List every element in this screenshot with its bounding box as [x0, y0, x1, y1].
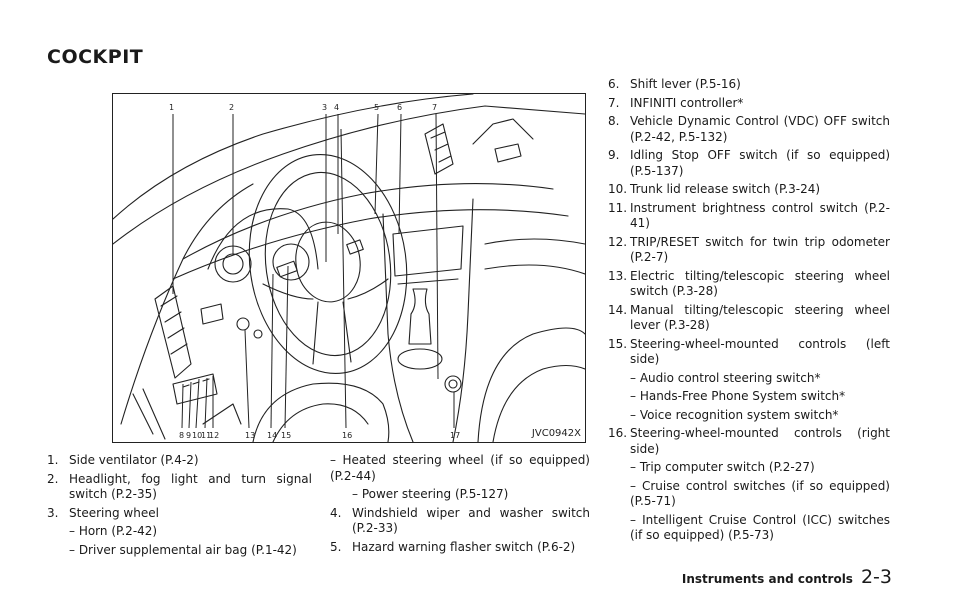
list-item: 2. Headlight, fog light and turn signal …	[47, 472, 312, 503]
sub-item: – Horn (P.2-42)	[69, 524, 158, 538]
sub-item: – Hands-Free Phone System switch*	[630, 389, 846, 403]
figure-label: 10	[192, 431, 202, 440]
item-text: Trunk lid release switch (P.3-24)	[630, 182, 821, 196]
item-number: 14.	[608, 302, 628, 317]
figure-label: 3	[322, 103, 327, 112]
item-text: Steering wheel	[69, 505, 159, 520]
figure-label: 5	[374, 103, 379, 112]
figure-label: 15	[281, 431, 291, 440]
item-text: Vehicle Dynamic Control (VDC) OFF switch…	[630, 114, 890, 144]
item-text: INFINITI controller*	[630, 95, 744, 110]
list-item: 4. Windshield wiper and washer switch (P…	[330, 506, 590, 537]
sub-item: – Audio control steering switch*	[630, 370, 821, 385]
list-item: 10. Trunk lid release switch (P.3-24)	[608, 182, 890, 198]
item-number: 5.	[330, 539, 342, 554]
item-text: Hazard warning flasher switch (P.6-2)	[352, 539, 576, 554]
sub-item-continued: – Heated steering wheel (if so equipped)…	[330, 453, 590, 483]
item-text: Windshield wiper and washer switch (P.2-…	[352, 505, 590, 536]
item-text: Idling Stop OFF switch (if so equipped) …	[630, 148, 890, 178]
list-item: 7. INFINITI controller*	[608, 96, 890, 112]
figure-label: 16	[342, 431, 352, 440]
list-item: 15. Steering-wheel-mounted controls (lef…	[608, 337, 890, 368]
item-number: 9.	[608, 148, 620, 162]
figure-code: JVC0942X	[531, 428, 581, 439]
item-text: Manual tilting/telescopic steering wheel…	[630, 302, 890, 333]
figure-label: 1	[169, 103, 174, 112]
cockpit-drawing: 1 2 3 4 5 6 7 8 9 10 11 12 13 14 15 16 1…	[113, 94, 585, 442]
list-item: 14. Manual tilting/telescopic steering w…	[608, 303, 890, 334]
figure-label: 7	[432, 103, 437, 112]
list-item: 9. Idling Stop OFF switch (if so equippe…	[608, 148, 890, 179]
item-number: 3.	[47, 505, 59, 520]
item-text: Electric tilting/telescopic steering whe…	[630, 268, 890, 299]
item-number: 13.	[608, 268, 628, 283]
figure-label: 11	[201, 431, 211, 440]
item-number: 11.	[608, 200, 628, 215]
item-text: Shift lever (P.5-16)	[630, 77, 741, 91]
list-item: 16. Steering-wheel-mounted controls (rig…	[608, 426, 890, 457]
item-number: 16.	[608, 426, 628, 440]
item-number: 10.	[608, 182, 628, 196]
page-number: 2-3	[860, 566, 892, 588]
list-item: 6. Shift lever (P.5-16)	[608, 77, 890, 93]
item-text: Side ventilator (P.4-2)	[69, 453, 199, 467]
figure-label: 6	[397, 103, 402, 112]
item-number: 8.	[608, 114, 620, 128]
sub-item: – Trip computer switch (P.2-27)	[630, 460, 815, 474]
figure-label: 13	[245, 431, 255, 440]
figure-label: 14	[267, 431, 277, 440]
figure-label: 2	[229, 103, 234, 112]
item-list-column-3: 6. Shift lever (P.5-16) 7. INFINITI cont…	[608, 77, 890, 547]
item-number: 1.	[47, 453, 59, 467]
item-text: Steering-wheel-mounted controls (right s…	[630, 426, 890, 456]
section-title: COCKPIT	[47, 46, 144, 68]
item-number: 6.	[608, 77, 620, 91]
item-list-column-1: 1. Side ventilator (P.4-2) 2. Headlight,…	[47, 453, 312, 561]
list-item: 11. Instrument brightness control switch…	[608, 201, 890, 232]
sub-item: – Power steering (P.5-127)	[352, 487, 509, 501]
figure-label: 9	[186, 431, 191, 440]
list-item: 3. Steering wheel	[47, 506, 312, 522]
list-item: 8. Vehicle Dynamic Control (VDC) OFF swi…	[608, 114, 890, 145]
page-footer: Instruments and controls 2-3	[682, 566, 892, 588]
footer-section-label: Instruments and controls	[681, 572, 853, 586]
list-item: 5. Hazard warning flasher switch (P.6-2)	[330, 540, 590, 556]
figure-label: 12	[209, 431, 219, 440]
sub-item: – Driver supplemental air bag (P.1-42)	[69, 542, 297, 557]
item-text: Instrument brightness control switch (P.…	[630, 200, 890, 231]
figure-label: 17	[450, 431, 460, 440]
item-number: 7.	[608, 95, 620, 110]
list-item: 13. Electric tilting/telescopic steering…	[608, 269, 890, 300]
item-text: Steering-wheel-mounted controls (left si…	[630, 336, 890, 367]
item-number: 12.	[608, 234, 628, 249]
sub-item: – Voice recognition system switch*	[630, 407, 839, 422]
item-text: TRIP/RESET switch for twin trip odometer…	[630, 234, 890, 265]
list-item: 1. Side ventilator (P.4-2)	[47, 453, 312, 469]
cockpit-illustration: 1 2 3 4 5 6 7 8 9 10 11 12 13 14 15 16 1…	[112, 93, 586, 443]
sub-item: – Intelligent Cruise Control (ICC) switc…	[630, 512, 890, 543]
sub-item: – Cruise control switches (if so equippe…	[630, 478, 890, 509]
figure-label: 8	[179, 431, 184, 440]
item-list-column-2: – Heated steering wheel (if so equipped)…	[330, 453, 590, 558]
item-number: 2.	[47, 471, 59, 486]
item-number: 15.	[608, 336, 628, 351]
item-number: 4.	[330, 505, 342, 520]
item-text: Headlight, fog light and turn signal swi…	[69, 471, 312, 502]
figure-label: 4	[334, 103, 339, 112]
list-item: 12. TRIP/RESET switch for twin trip odom…	[608, 235, 890, 266]
